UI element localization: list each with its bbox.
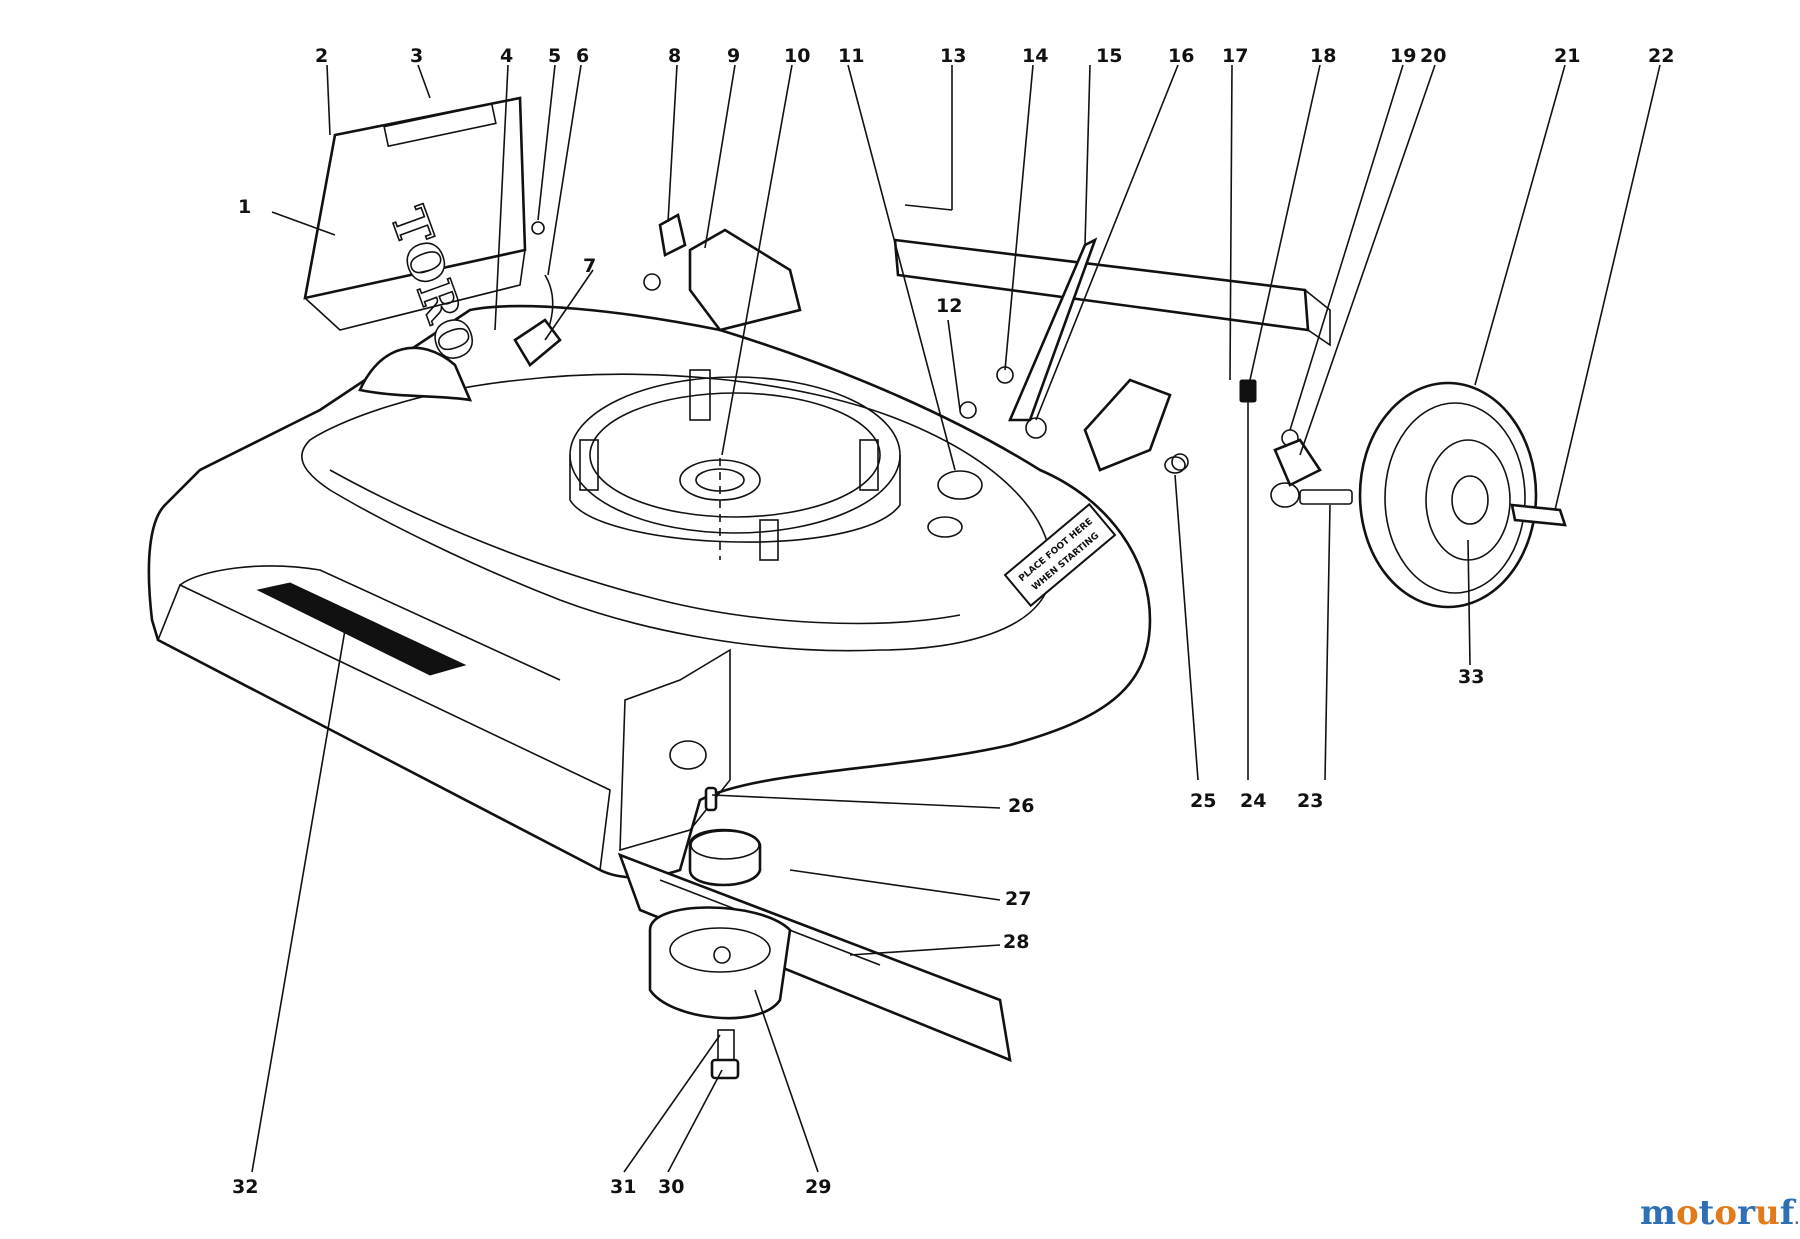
part-number-20: 20 [1420,45,1446,67]
part-number-33: 33 [1458,666,1484,688]
rear-wheel [1358,381,1567,609]
part-number-4: 4 [500,45,513,67]
part-number-31: 31 [610,1176,636,1198]
part-number-10: 10 [784,45,810,67]
warning-decal [256,582,467,676]
leader-lines [251,64,1661,1173]
watermark-letter: o [1676,1193,1699,1233]
watermark: motoruf.de [1640,1193,1800,1233]
blade-assembly [617,786,1012,1080]
watermark-suffix: .de [1794,1213,1800,1228]
watermark-letter: u [1755,1193,1780,1233]
part-number-32: 32 [232,1176,258,1198]
watermark-letter: m [1640,1193,1676,1233]
part-number-14: 14 [1022,45,1048,67]
height-of-cut-lever [1083,378,1353,508]
part-number-6: 6 [576,45,589,67]
part-number-16: 16 [1168,45,1194,67]
washer [1164,456,1186,474]
part-number-25: 25 [1190,790,1216,812]
part-number-3: 3 [410,45,423,67]
part-number-12: 12 [936,295,962,317]
part-number-9: 9 [727,45,740,67]
part-number-18: 18 [1310,45,1336,67]
part-number-8: 8 [668,45,681,67]
part-number-11: 11 [838,45,864,67]
part-number-2: 2 [315,45,328,67]
watermark-letter: o [1714,1193,1737,1233]
part-number-5: 5 [548,45,561,67]
part-number-24: 24 [1240,790,1266,812]
part-number-1: 1 [238,196,251,218]
watermark-letter: t [1699,1193,1715,1233]
part-number-29: 29 [805,1176,831,1198]
part-number-23: 23 [1297,790,1323,812]
part-number-22: 22 [1648,45,1674,67]
part-number-13: 13 [940,45,966,67]
discharge-deflector [358,346,473,402]
watermark-letter: r [1737,1193,1756,1233]
part-number-7: 7 [583,255,596,277]
part-number-30: 30 [658,1176,684,1198]
watermark-letter: f [1780,1193,1797,1233]
part-number-26: 26 [1008,795,1034,817]
part-number-21: 21 [1554,45,1580,67]
part-number-19: 19 [1390,45,1416,67]
mower-deck: PLACE FOOT HERE WHEN STARTING [147,304,1152,879]
part-number-28: 28 [1003,931,1029,953]
part-number-27: 27 [1005,888,1031,910]
watermark-text: motoruf.de [1640,1193,1800,1233]
part-number-15: 15 [1096,45,1122,67]
part-number-17: 17 [1222,45,1248,67]
rear-axle-bracket [893,237,1331,439]
